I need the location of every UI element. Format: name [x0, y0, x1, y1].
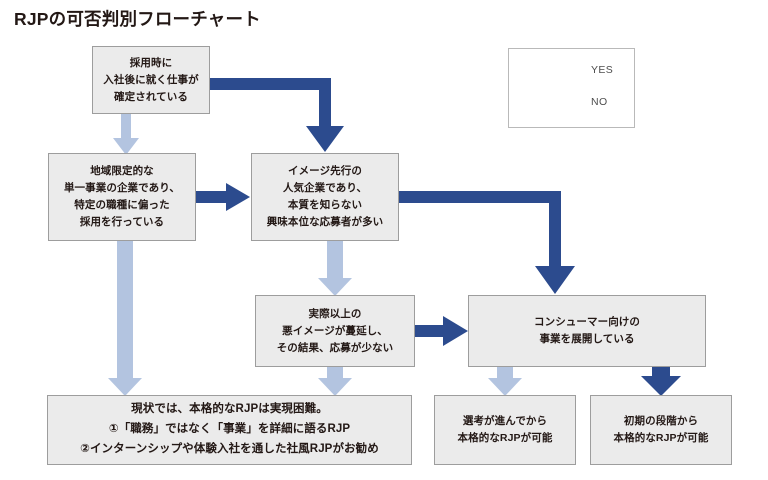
node-label: イメージ先行の 人気企業であり、 本質を知らない 興味本位な応募者が多い [266, 165, 384, 228]
node-result-rjp-after-screening[interactable]: 選考が進んでから 本格的なRJPが可能 [434, 395, 576, 465]
edge-n3-to-n5-yes [399, 191, 575, 294]
edge-n1-to-n3-yes [210, 78, 344, 152]
edge-n5-to-n7-no [488, 367, 522, 396]
legend-no-label: NO [591, 96, 608, 108]
node-image-driven-popular[interactable]: イメージ先行の 人気企業であり、 本質を知らない 興味本位な応募者が多い [251, 153, 399, 241]
node-label: 選考が進んでから 本格的なRJPが可能 [457, 415, 553, 444]
legend-yes-label: YES [591, 64, 614, 76]
node-label: 実際以上の 悪イメージが蔓延し、 その結果、応募が少ない [276, 307, 394, 354]
node-label: コンシューマー向けの 事業を展開している [534, 316, 640, 345]
node-label: 現状では、本格的なRJPは実現困難。 ①「職務」ではなく「事業」を詳細に語るRJ… [80, 403, 379, 455]
legend-panel [508, 48, 635, 128]
node-label: 地域限定的な 単一事業の企業であり、 特定の職種に偏った 採用を行っている [63, 165, 181, 228]
node-regional-single-business[interactable]: 地域限定的な 単一事業の企業であり、 特定の職種に偏った 採用を行っている [48, 153, 196, 241]
node-consumer-facing-business[interactable]: コンシューマー向けの 事業を展開している [468, 295, 706, 367]
node-label: 採用時に 入社後に就く仕事が 確定されている [103, 56, 199, 103]
edge-n2-to-n6-no [108, 241, 142, 396]
edge-n1-to-n2-no [113, 114, 139, 155]
edge-n4-to-n6-no [318, 367, 352, 396]
node-label: 初期の段階から 本格的なRJPが可能 [613, 415, 709, 444]
node-hiring-role-fixed[interactable]: 採用時に 入社後に就く仕事が 確定されている [92, 46, 210, 114]
edge-n2-to-n3-yes [196, 183, 250, 211]
page-title: RJPの可否判別フローチャート [14, 9, 261, 29]
node-result-rjp-difficult[interactable]: 現状では、本格的なRJPは実現困難。 ①「職務」ではなく「事業」を詳細に語るRJ… [47, 395, 412, 465]
edge-n4-to-n5-yes [415, 316, 468, 346]
node-result-rjp-from-early-stage[interactable]: 初期の段階から 本格的なRJPが可能 [590, 395, 732, 465]
node-negative-image-few-applicants[interactable]: 実際以上の 悪イメージが蔓延し、 その結果、応募が少ない [255, 295, 415, 367]
edge-n3-to-n4-no [318, 241, 352, 296]
edge-n5-to-n8-yes [641, 367, 681, 396]
